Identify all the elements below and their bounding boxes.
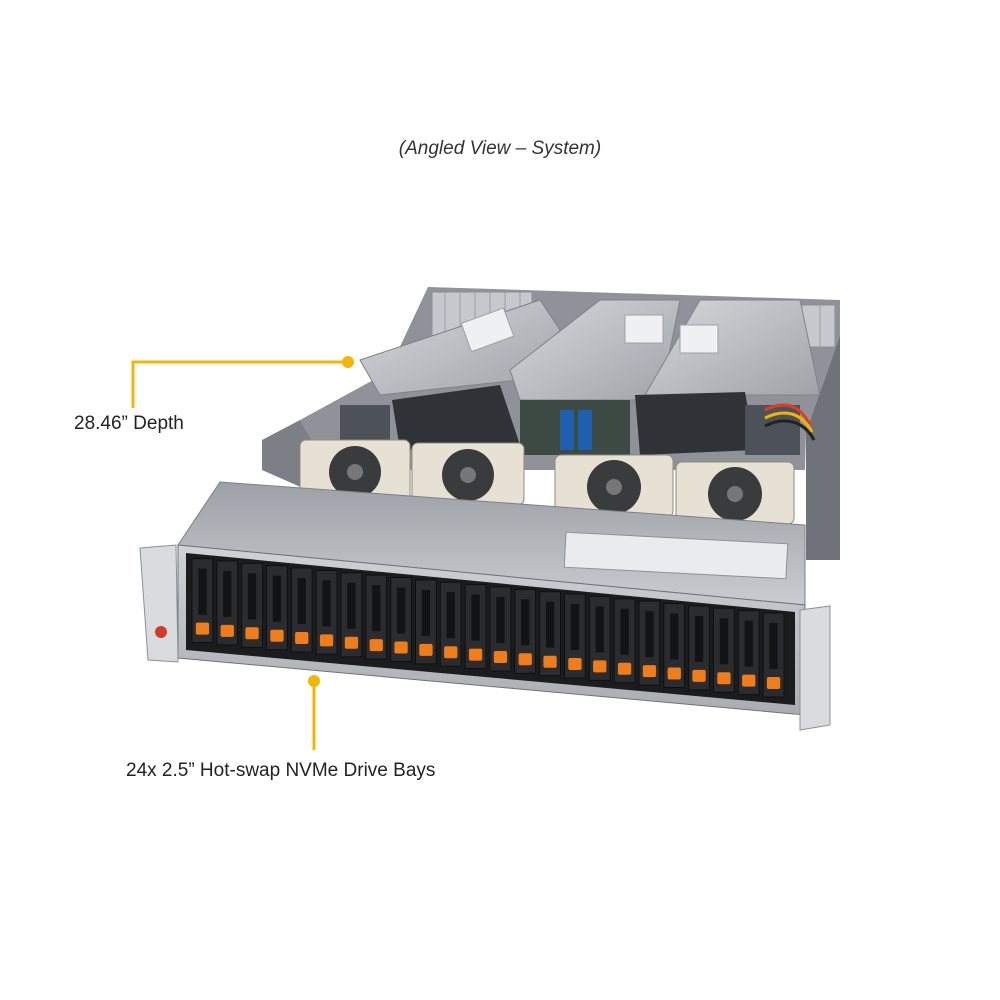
drive-vent	[396, 587, 406, 634]
drive-vent	[670, 613, 679, 660]
drive-bay[interactable]	[663, 603, 686, 688]
drive-latch[interactable]	[617, 662, 632, 675]
drive-vent	[521, 599, 530, 646]
drive-bay[interactable]	[737, 610, 760, 696]
drive-vent	[347, 582, 356, 629]
drive-vent	[744, 620, 753, 667]
drive-bay[interactable]	[464, 584, 487, 670]
drive-bay[interactable]	[415, 579, 437, 665]
drive-latch[interactable]	[270, 629, 284, 642]
fan	[299, 439, 411, 503]
drive-bay[interactable]	[514, 588, 537, 674]
drive-latch[interactable]	[245, 627, 259, 640]
drive-bay[interactable]	[315, 569, 338, 655]
drive-latch[interactable]	[344, 636, 359, 649]
drive-bay[interactable]	[638, 600, 661, 686]
drive-bays-callout-dot	[308, 675, 320, 687]
drive-bays-label: 24x 2.5” Hot-swap NVMe Drive Bays	[126, 760, 436, 781]
drive-latch[interactable]	[568, 658, 582, 670]
drive-vent	[545, 601, 555, 648]
drive-bay[interactable]	[762, 612, 785, 698]
drive-latch[interactable]	[667, 667, 681, 680]
drive-vent	[471, 594, 480, 641]
drive-vent	[570, 604, 580, 650]
drive-latch[interactable]	[295, 632, 309, 644]
right-rack-ear	[799, 605, 831, 731]
drive-vent	[620, 608, 629, 655]
drive-latch[interactable]	[419, 643, 433, 656]
drive-latch[interactable]	[369, 639, 383, 652]
drive-bay[interactable]	[290, 567, 313, 653]
service-label	[563, 531, 789, 580]
image-caption: (Angled View – System)	[398, 138, 602, 159]
drive-latch[interactable]	[444, 646, 458, 659]
drive-bays	[191, 558, 785, 698]
drive-bay[interactable]	[439, 581, 462, 667]
drive-latch[interactable]	[195, 622, 210, 635]
drive-bay[interactable]	[613, 598, 636, 684]
drive-latch[interactable]	[742, 674, 756, 687]
drive-latch[interactable]	[543, 655, 557, 668]
drive-vent	[645, 611, 654, 658]
drive-vent	[446, 592, 455, 639]
drive-bay[interactable]	[365, 574, 388, 660]
drive-vent	[223, 570, 232, 617]
drive-bay[interactable]	[241, 562, 263, 648]
drive-latch[interactable]	[766, 677, 781, 689]
chassis-interior	[262, 287, 840, 560]
drive-latch[interactable]	[717, 672, 731, 685]
drive-vent	[694, 615, 704, 662]
drive-vent	[769, 623, 778, 669]
drive-bay[interactable]	[191, 558, 214, 644]
fan	[411, 442, 525, 506]
drive-bays-callout	[308, 675, 320, 750]
power-button[interactable]	[155, 626, 167, 638]
drive-bay[interactable]	[564, 593, 586, 679]
drive-latch[interactable]	[468, 648, 483, 661]
depth-label: 28.46” Depth	[74, 413, 184, 434]
drive-bay[interactable]	[713, 607, 735, 693]
drive-bay[interactable]	[340, 572, 363, 658]
cooling-fans	[299, 439, 795, 525]
left-rack-ear	[139, 544, 179, 663]
drive-bay[interactable]	[390, 577, 413, 662]
drive-vent	[595, 606, 604, 653]
fan	[554, 454, 674, 518]
drive-vent	[297, 578, 306, 624]
drive-bay[interactable]	[539, 591, 562, 677]
drive-latch[interactable]	[593, 660, 607, 673]
drive-latch[interactable]	[394, 641, 408, 654]
drive-bay[interactable]	[588, 595, 611, 681]
drive-vent	[372, 585, 381, 632]
drive-bay[interactable]	[489, 586, 512, 672]
fan	[675, 461, 795, 525]
drive-latch[interactable]	[319, 634, 334, 647]
drive-latch[interactable]	[518, 653, 532, 666]
drive-latch[interactable]	[220, 624, 234, 637]
drive-vent	[421, 589, 431, 636]
drive-bay[interactable]	[688, 605, 711, 691]
depth-callout	[131, 356, 354, 408]
drive-vent	[496, 597, 505, 643]
drive-bay[interactable]	[216, 560, 239, 646]
drive-vent	[272, 575, 282, 622]
drive-latch[interactable]	[493, 651, 508, 663]
drive-vent	[719, 618, 729, 665]
drive-bay[interactable]	[266, 565, 288, 651]
drive-latch[interactable]	[692, 669, 706, 682]
drive-vent	[198, 568, 207, 615]
drive-vent	[247, 573, 257, 620]
drive-latch[interactable]	[642, 665, 657, 678]
drive-vent	[322, 580, 331, 627]
depth-callout-dot	[342, 356, 354, 368]
